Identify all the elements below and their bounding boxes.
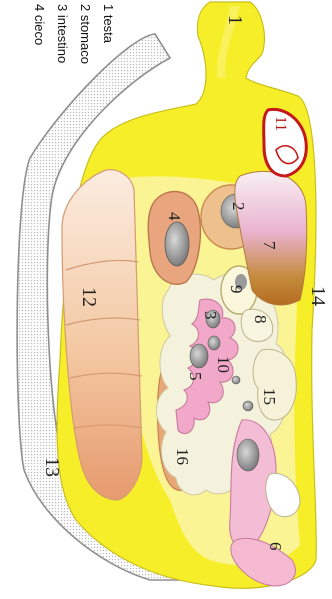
label-4: 4 — [165, 212, 184, 221]
label-6: 6 — [266, 542, 285, 551]
label-5: 5 — [186, 372, 205, 381]
label-3: 3 — [201, 311, 220, 320]
legend-item-1: 1 testa — [101, 4, 116, 44]
label-14: 14 — [307, 286, 329, 306]
cecum — [148, 192, 200, 285]
label-7: 7 — [260, 241, 279, 250]
legend: 1 testa 2 stomaco 3 intestino 4 cieco — [32, 4, 116, 64]
label-15: 15 — [260, 388, 279, 405]
label-16: 16 — [173, 448, 192, 465]
label-10: 10 — [214, 356, 233, 373]
label-8: 8 — [251, 315, 270, 324]
label-12: 12 — [78, 287, 100, 307]
legend-item-2: 2 stomaco — [78, 4, 93, 64]
label-2: 2 — [229, 202, 248, 211]
legend-item-4: 4 cieco — [32, 4, 47, 45]
label-9: 9 — [227, 285, 246, 294]
label-13: 13 — [41, 457, 63, 477]
legend-item-3: 3 intestino — [55, 4, 70, 63]
label-1: 1 — [224, 15, 246, 25]
label-11: 11 — [272, 116, 289, 131]
